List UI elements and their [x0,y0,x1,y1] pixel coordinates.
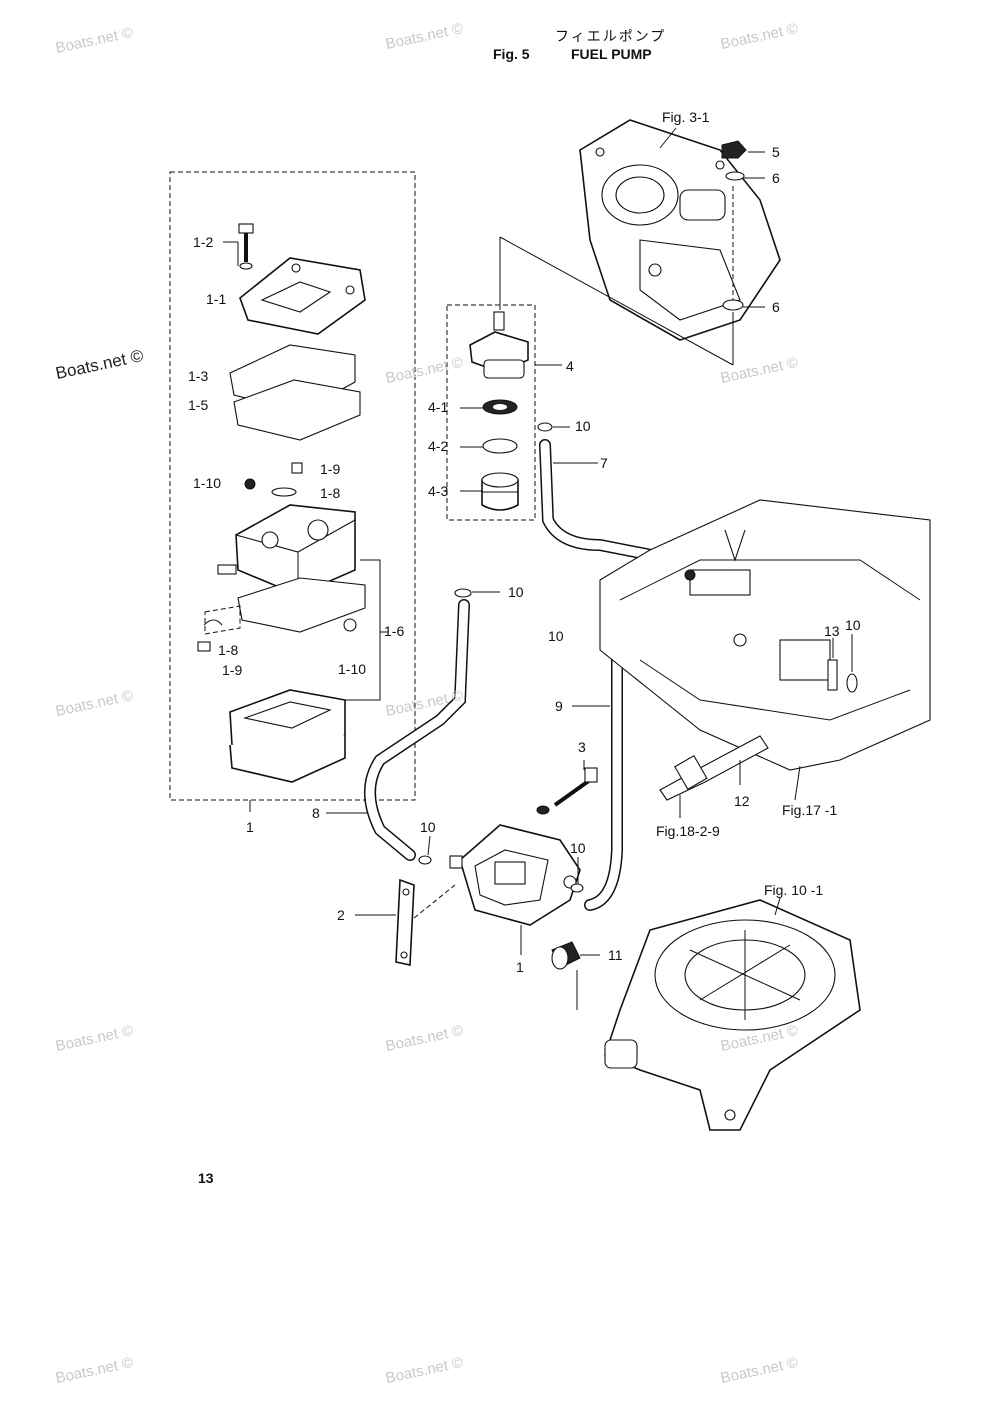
valve-1-8 [271,487,297,497]
check-valve-1-10 [244,478,256,490]
figure-title: FUEL PUMP [571,46,652,62]
gasket-lower [237,577,366,633]
ref-fig-18-2-9: Fig.18-2-9 [656,823,720,839]
callout-1-8-a: 1-8 [320,485,340,501]
hose-9 [584,649,623,911]
callout-1-5: 1-5 [188,397,208,413]
callout-6-b: 6 [772,299,780,315]
callout-10-f: 10 [845,617,861,633]
callout-11: 11 [608,947,623,963]
clip-10-b [454,588,472,598]
callout-10-e: 10 [570,840,586,856]
callout-1-10-a: 1-10 [193,475,221,491]
screw-1-2 [238,223,254,270]
callout-1-9-a: 1-9 [320,461,340,477]
o-ring-4-2 [482,438,518,454]
callout-4: 4 [566,358,574,374]
callout-1-8-b: 1-8 [218,642,238,658]
washer-6-lower [722,299,744,311]
washer-6-upper [725,171,745,181]
pump-kit-box [169,171,416,801]
callout-4-3: 4-3 [428,483,448,499]
bolt-3 [536,767,598,815]
callout-1-pump: 1 [516,959,524,975]
japanese-title: フィエルポンプ [555,28,667,44]
callout-1-bottom: 1 [246,819,254,835]
pump-body-middle [217,504,356,596]
callout-1-10-b: 1-10 [338,661,366,677]
valve-1-10-lower [343,618,357,632]
sensor-12 [659,735,769,801]
callout-5: 5 [772,144,780,160]
callout-6-a: 6 [772,170,780,186]
cover-plate-1-1 [239,257,366,335]
callout-1-9-b: 1-9 [222,662,242,678]
screw-1-9-lower [197,641,211,652]
fuel-pump-1 [449,824,581,926]
callout-1-1: 1-1 [206,291,226,307]
filter-kit-box [446,304,536,521]
bracket-2 [395,878,415,966]
callout-10-b: 10 [508,584,524,600]
clip-10-f [846,673,858,693]
clip-10-d [418,855,432,865]
callout-3: 3 [578,739,586,755]
callout-10-c: 10 [548,628,564,644]
callout-2: 2 [337,907,345,923]
clamp-11 [551,941,581,970]
callout-12: 12 [734,793,750,809]
filter-element-4-1 [482,399,518,415]
callout-13: 13 [824,623,840,639]
clip-10-e [570,883,584,893]
casting-fig-10-1 [604,899,861,1131]
screw-1-9 [291,462,303,474]
callout-9: 9 [555,698,563,714]
page-number: 13 [198,1170,214,1186]
pump-base [229,689,346,783]
diaphragm-1-5 [233,379,361,441]
filter-cup-4-3 [481,472,519,511]
callout-7: 7 [600,455,608,471]
figure-number: Fig. 5 [493,46,530,62]
callout-1-3: 1-3 [188,368,208,384]
callout-10-d: 10 [420,819,436,835]
fuel-filter-4 [469,311,529,379]
callout-1-6: 1-6 [384,623,404,639]
callout-10-a: 10 [575,418,591,434]
ref-fig-10-1: Fig. 10 -1 [764,882,823,898]
callout-4-1: 4-1 [428,399,448,415]
hose-8 [364,599,470,861]
connector-13 [827,659,838,691]
callout-4-2: 4-2 [428,438,448,454]
clip-10-a [537,422,553,432]
nut-5 [721,140,747,159]
ref-fig-3-1: Fig. 3-1 [662,109,710,125]
callout-8: 8 [312,805,320,821]
callout-1-2: 1-2 [193,234,213,250]
powerhead-fig-17-1 [599,499,931,771]
ref-fig-17-1: Fig.17 -1 [782,802,837,818]
